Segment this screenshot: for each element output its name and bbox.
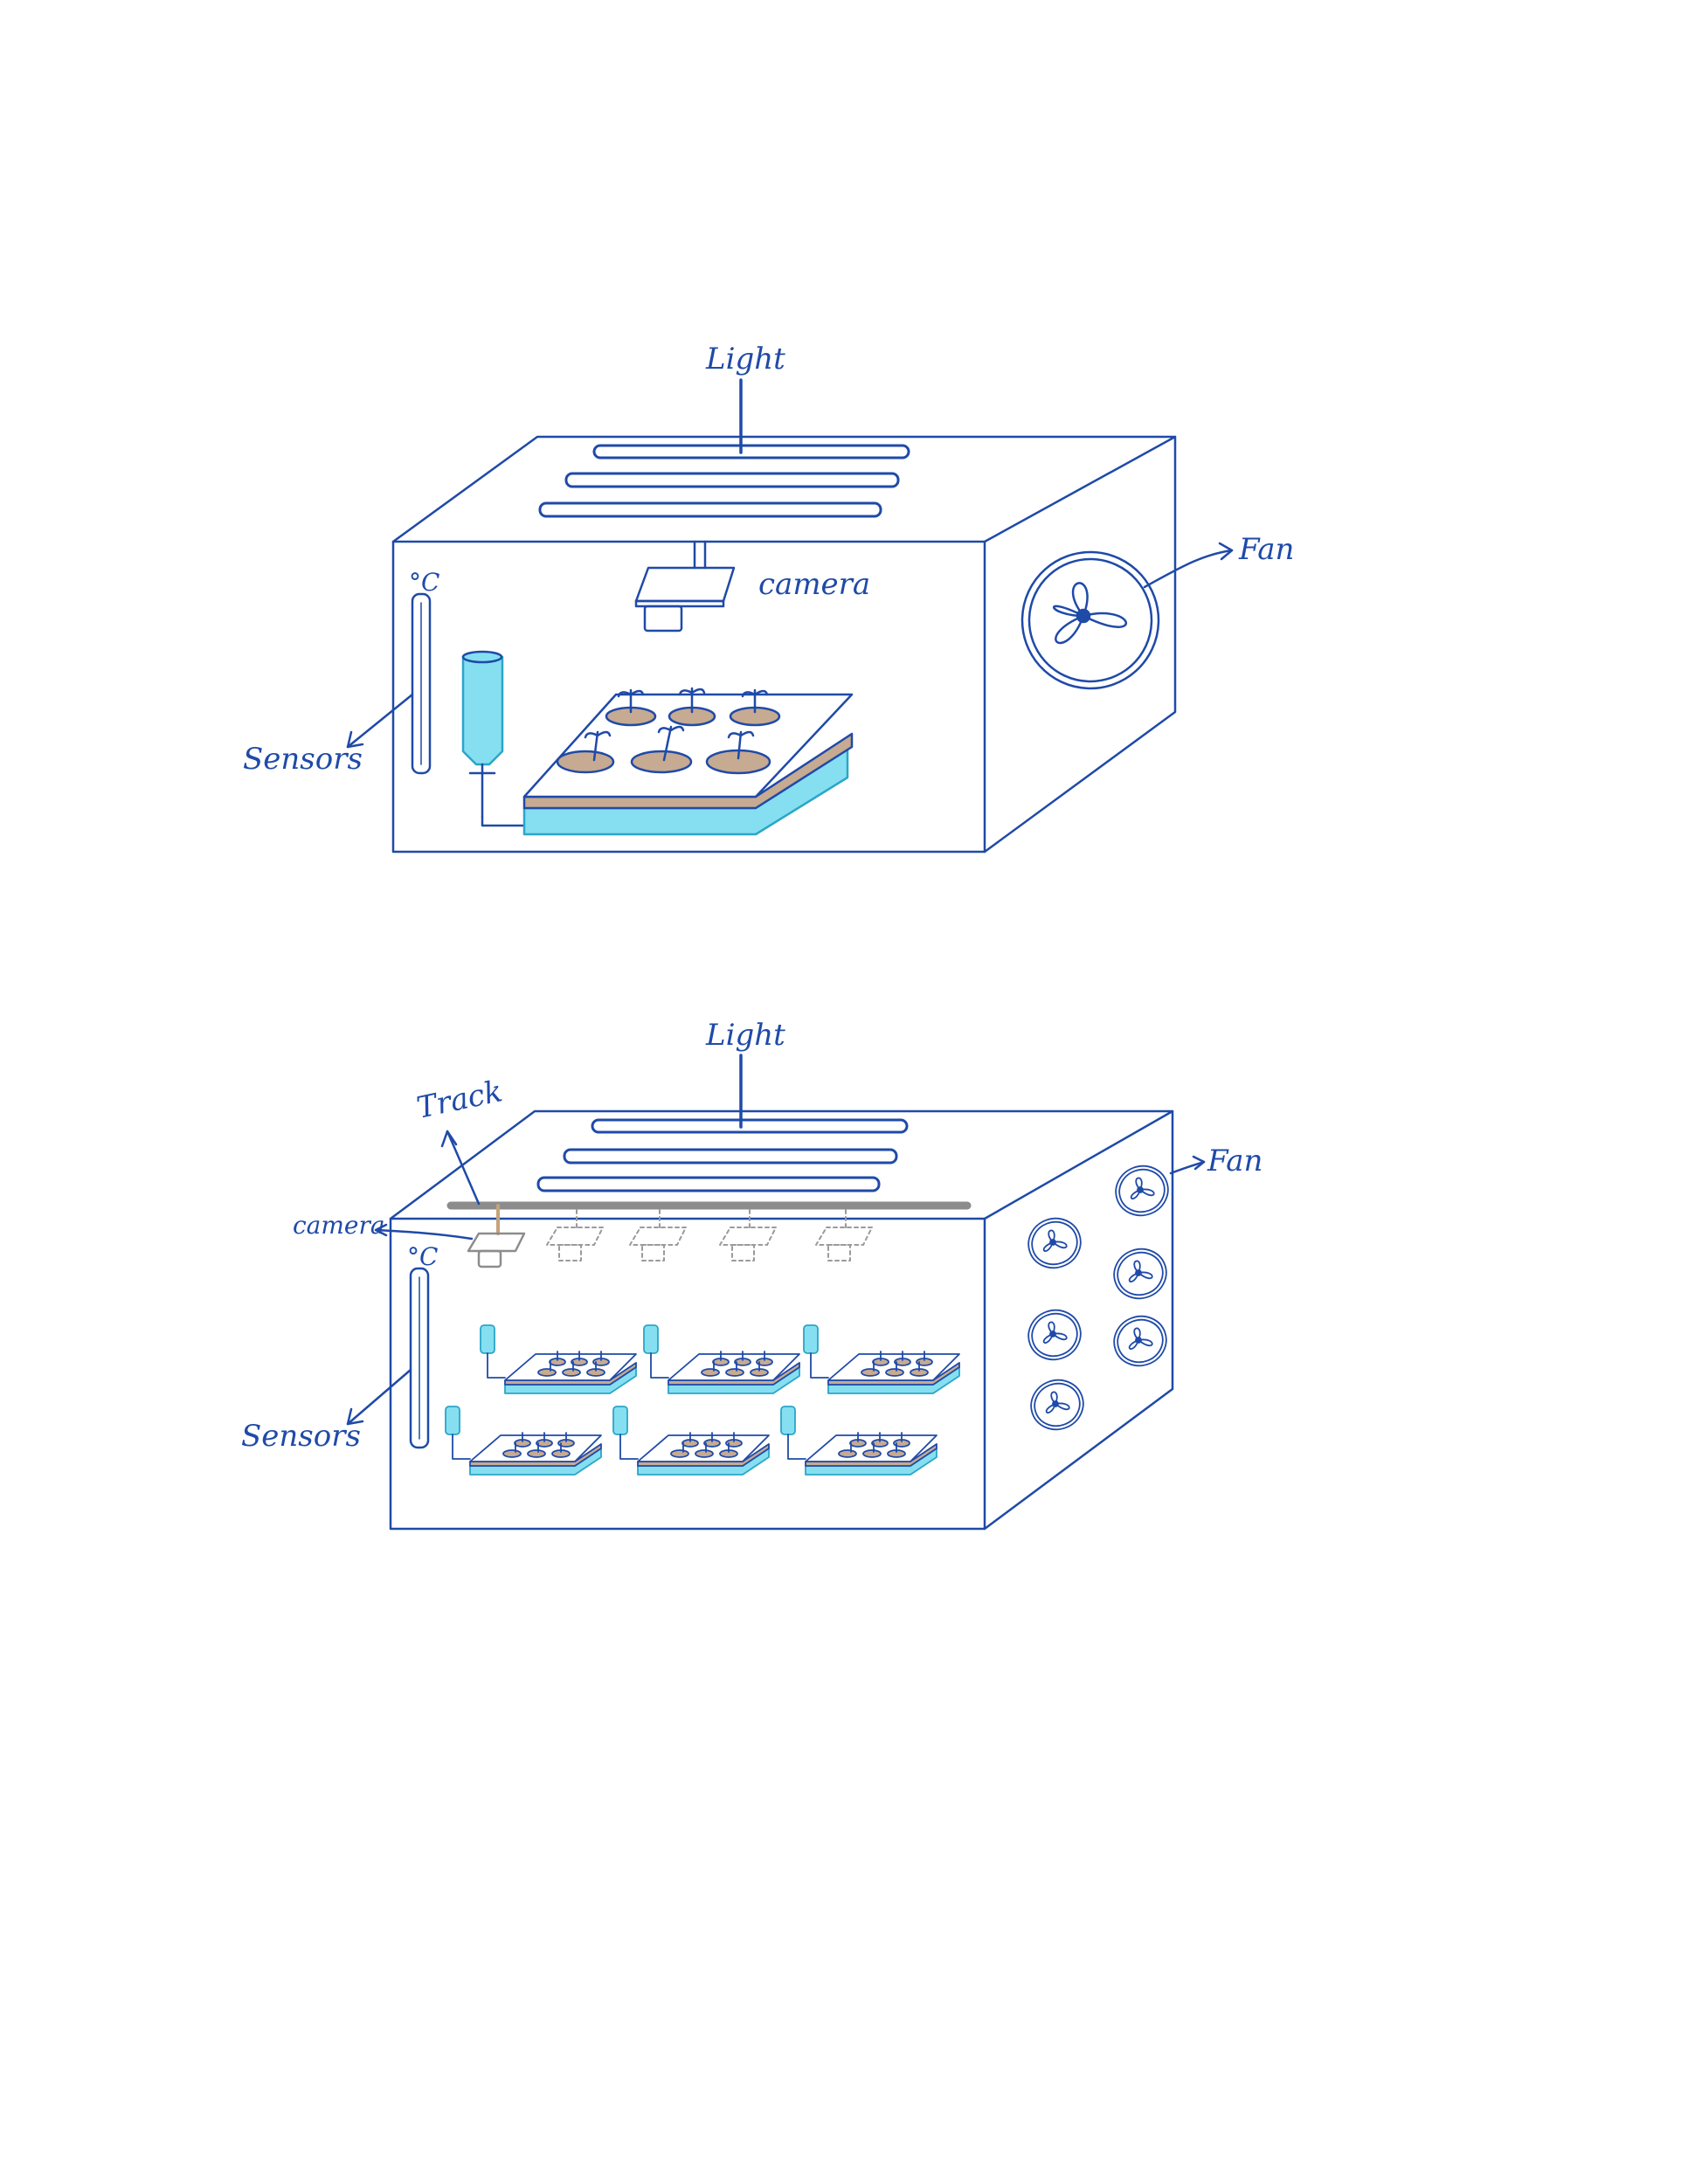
plant-trays-2 — [446, 1325, 959, 1475]
label-sensors-1: Sensors — [243, 742, 363, 777]
diagram-single-chamber — [348, 380, 1232, 852]
diagram-multi-chamber — [348, 1055, 1204, 1529]
fans-2 — [1021, 1157, 1204, 1437]
label-track: Track — [414, 1074, 506, 1126]
label-celsius-2: °C — [407, 1242, 438, 1271]
label-light-2: Light — [705, 1018, 785, 1053]
camera-on-track — [468, 1206, 524, 1267]
label-camera-2: camera — [293, 1211, 385, 1240]
track — [442, 1131, 967, 1206]
light-bars-1 — [540, 380, 909, 516]
label-camera-1: camera — [758, 567, 870, 602]
thermometer-icon-1 — [412, 594, 430, 773]
camera-icon — [636, 542, 734, 631]
label-fan-2: Fan — [1207, 1144, 1263, 1178]
camera-positions — [547, 1210, 872, 1261]
label-fan-1: Fan — [1238, 532, 1294, 567]
thermometer-icon-2 — [411, 1268, 428, 1448]
sensors-arrow-2 — [348, 1370, 411, 1424]
label-celsius-1: °C — [409, 568, 439, 597]
label-sensors-2: Sensors — [241, 1419, 361, 1454]
water-bottle-1 — [463, 652, 524, 826]
light-bars-2 — [538, 1055, 907, 1191]
fan-icon — [1003, 533, 1178, 708]
label-light-1: Light — [705, 342, 785, 377]
